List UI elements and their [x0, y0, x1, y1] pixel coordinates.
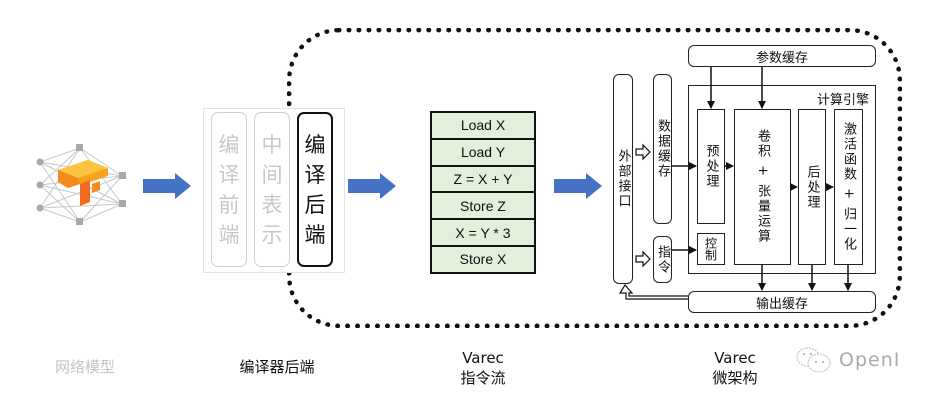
param-cache-box: 参数缓存 [688, 45, 876, 67]
instruction-row: X = Y * 3 [432, 220, 534, 247]
instruction-row: Load X [432, 113, 534, 140]
stage-char: 译 [304, 162, 326, 187]
stage-char: 端 [218, 222, 240, 247]
stage-char: 后 [304, 192, 326, 217]
output-cache-box: 输出缓存 [688, 291, 876, 313]
stage-char: 编 [304, 132, 326, 157]
arrow-to-instructions [348, 173, 396, 199]
instruction-label: 指令 [655, 244, 670, 275]
postprocess-label: 后处理 [804, 164, 820, 210]
hollow-arrow-to-instruction [635, 250, 651, 268]
stage-char: 编 [218, 132, 240, 157]
stage-char: 端 [304, 222, 326, 247]
instruction-stream-caption: Varec 指令流 [433, 348, 533, 388]
control-label: 控制 [703, 237, 718, 261]
hollow-arrow-output-to-interface [618, 283, 688, 300]
stage-intermediate-representation: 中 间 表 示 [254, 112, 290, 267]
conv-tensor-label: 卷积 + 张量运算 [755, 129, 770, 245]
stage-compiler-backend: 编 译 后 端 [297, 112, 333, 267]
stage-compiler-frontend: 编 译 前 端 [211, 112, 247, 267]
tensorflow-network-icon [30, 140, 130, 230]
stage-char: 示 [261, 222, 283, 247]
external-interface-label: 外部接口 [615, 149, 631, 209]
stage-char: 译 [218, 162, 240, 187]
external-interface-box: 外部接口 [613, 74, 633, 284]
stage-char: 表 [261, 192, 283, 217]
stage-char: 中 [261, 132, 283, 157]
hollow-arrow-to-data-cache [635, 143, 651, 161]
activation-norm-box: 激活函数 + 归一化 [834, 109, 863, 265]
stage-char: 间 [261, 162, 283, 187]
instruction-box: 指令 [653, 236, 672, 283]
compiler-stack: 编 译 前 端 中 间 表 示 编 译 后 端 [203, 108, 345, 273]
caption-line: 指令流 [460, 369, 506, 387]
arrow-to-microarch [554, 173, 602, 199]
data-cache-label: 数据缓存 [655, 119, 670, 179]
instruction-list: Load X Load Y Z = X + Y Store Z X = Y * … [430, 111, 536, 274]
preprocess-label: 预处理 [703, 144, 719, 189]
preprocess-box: 预处理 [697, 109, 725, 224]
caption-line: Varec [714, 349, 756, 367]
arrow-to-compiler [143, 173, 191, 199]
network-model-caption: 网络模型 [54, 358, 115, 376]
compute-engine-label: 计算引擎 [816, 93, 869, 108]
data-cache-box: 数据缓存 [653, 74, 672, 224]
control-box: 控制 [697, 233, 725, 265]
output-cache-label: 输出缓存 [755, 296, 808, 312]
compiler-backend-caption: 编译器后端 [239, 358, 315, 376]
conv-tensor-box: 卷积 + 张量运算 [734, 109, 791, 265]
caption-line: Varec [462, 349, 504, 367]
instruction-row: Load Y [432, 140, 534, 167]
watermark: OpenI [795, 345, 900, 375]
stage-char: 前 [218, 192, 240, 217]
watermark-text: OpenI [839, 349, 901, 371]
activation-norm-label: 激活函数 + 归一化 [841, 121, 856, 253]
instruction-row: Z = X + Y [432, 167, 534, 194]
wechat-icon [796, 347, 831, 373]
caption-line: 微架构 [712, 369, 758, 387]
microarch-caption: Varec 微架构 [700, 348, 770, 388]
postprocess-box: 后处理 [798, 109, 826, 265]
instruction-row: Store X [459, 251, 507, 268]
instruction-row: Store Z [432, 193, 534, 221]
